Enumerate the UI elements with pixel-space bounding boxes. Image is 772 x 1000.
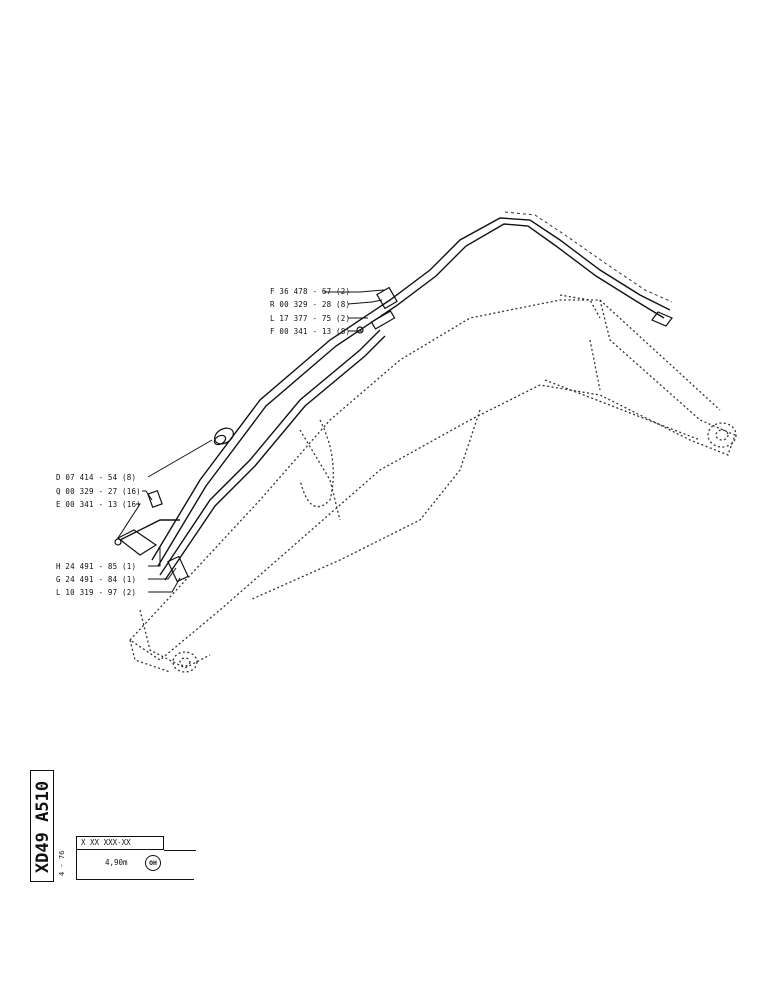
callout-label: F 00 341 - 13 (8) xyxy=(270,327,350,336)
callout-label: F 36 478 - 67 (2) xyxy=(270,287,350,296)
callout-label: D 07 414 - 54 (8) xyxy=(56,473,136,482)
callout-label: L 10 319 - 97 (2) xyxy=(56,588,136,597)
hydraulic-lines xyxy=(119,217,671,581)
callout-label: H 24 491 - 85 (1) xyxy=(56,562,136,571)
callout-labels-upper: F 36 478 - 67 (2) R 00 329 - 28 (8) L 17… xyxy=(270,287,350,336)
callout-label: R 00 329 - 28 (8) xyxy=(270,300,350,309)
callout-labels-lower: D 07 414 - 54 (8) Q 00 329 - 27 (16) E 0… xyxy=(56,473,141,597)
divider xyxy=(164,850,196,851)
drawing-code-box: XD49 A510 xyxy=(30,770,54,882)
drawing-code: XD49 A510 xyxy=(33,780,53,874)
callout-label: L 17 377 - 75 (2) xyxy=(270,314,350,323)
size-field: 4,90m OH xyxy=(76,850,194,880)
leader-lines xyxy=(117,289,385,593)
callout-label: G 24 491 - 84 (1) xyxy=(56,575,136,584)
oh-badge-icon: OH xyxy=(145,855,161,871)
excavator-boom xyxy=(129,294,737,673)
callout-label: Q 00 329 - 27 (16) xyxy=(56,487,141,496)
boom-length: 4,90m xyxy=(105,858,128,867)
reference-box: X XX XXX-XX xyxy=(76,836,164,850)
reference-number: X XX XXX-XX xyxy=(81,838,131,847)
component-fittings xyxy=(114,286,673,583)
callout-label: E 00 341 - 13 (16) xyxy=(56,500,141,509)
hydraulic-lines-dashed xyxy=(504,211,673,303)
